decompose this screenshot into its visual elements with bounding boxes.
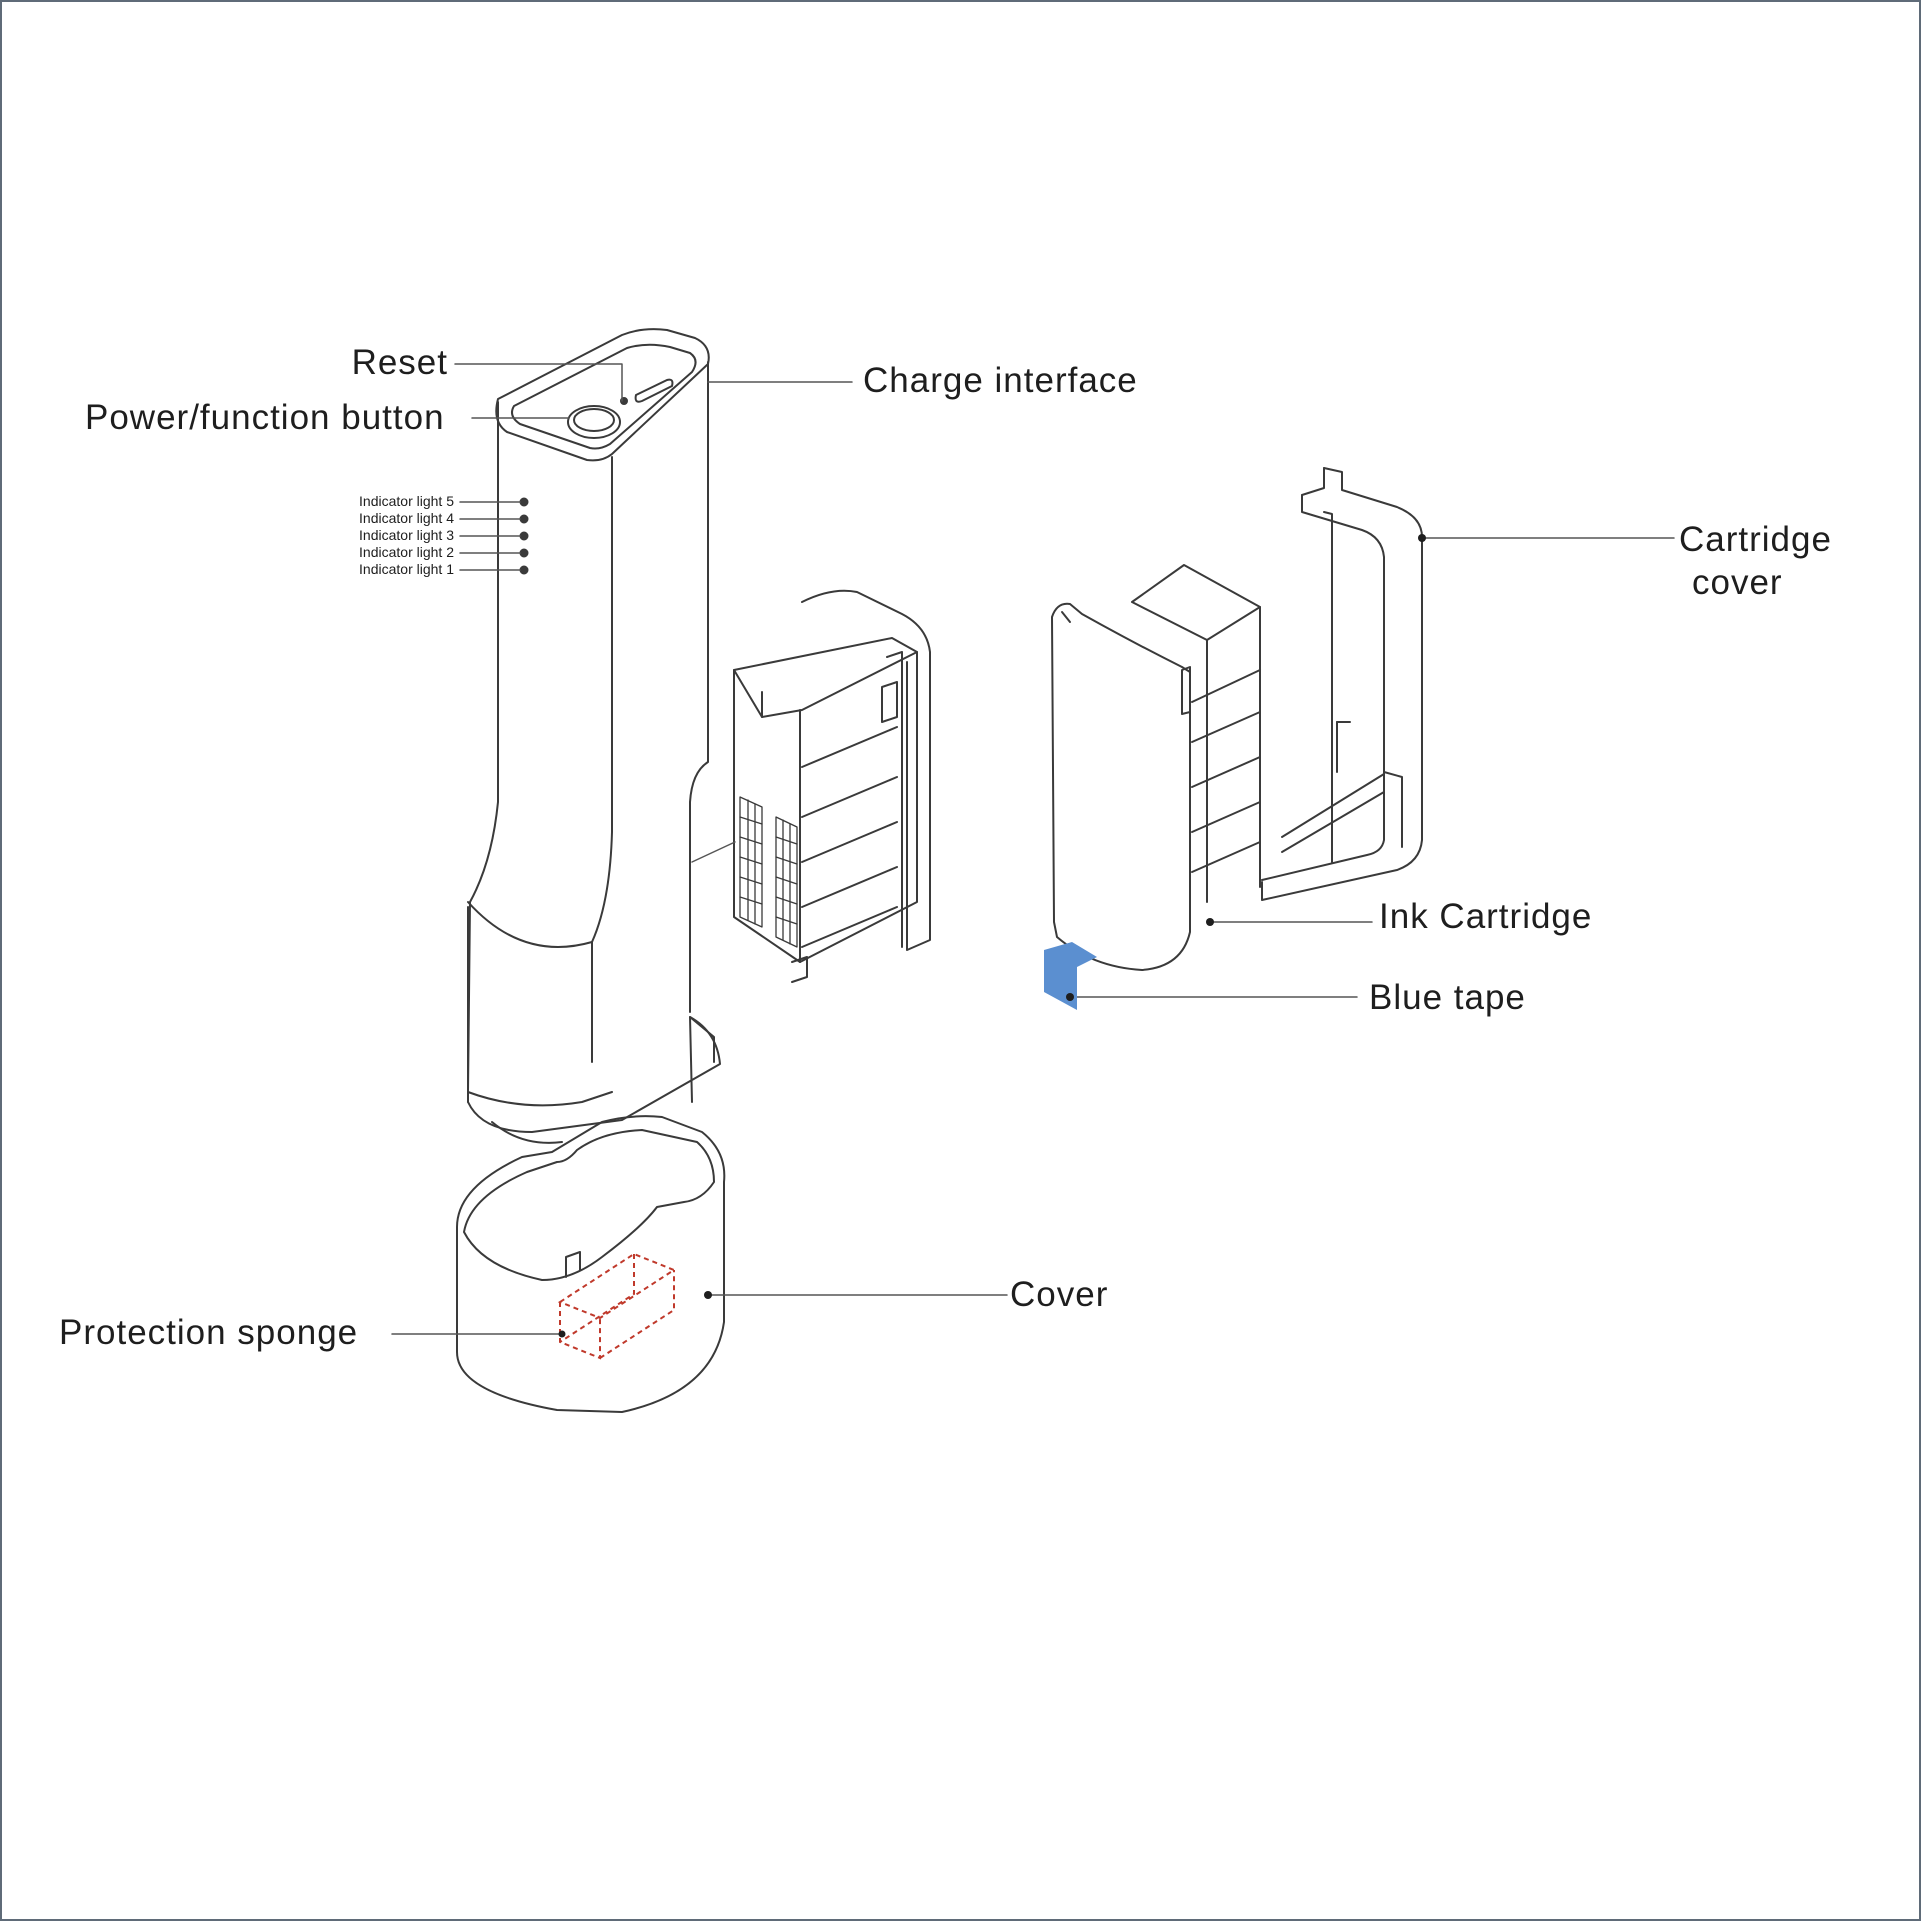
label-ink-cartridge: Ink Cartridge [1379, 897, 1593, 936]
label-cover: Cover [1010, 1275, 1109, 1314]
label-cartridge-cover-line1: Cartridge [1679, 520, 1832, 559]
label-reset: Reset [351, 343, 448, 382]
label-indicator-light-2: Indicator light 2 [359, 544, 454, 560]
label-indicator-light-4: Indicator light 4 [359, 510, 454, 526]
protection-sponge-part [557, 1252, 677, 1360]
label-cartridge-cover-line2: cover [1692, 563, 1783, 602]
printer-body [467, 328, 721, 1144]
label-indicator-light-5: Indicator light 5 [359, 493, 454, 509]
label-power-function-button: Power/function button [85, 398, 445, 437]
cartridge-cover-part [1261, 467, 1423, 901]
label-charge-interface: Charge interface [863, 361, 1138, 400]
cover-part [456, 1115, 726, 1413]
cartridge-separated [1051, 564, 1261, 971]
blue-tape-swatch [1044, 942, 1097, 1010]
label-indicator-light-3: Indicator light 3 [359, 527, 454, 543]
cartridge-assembled [733, 589, 931, 983]
label-indicator-light-1: Indicator light 1 [359, 561, 454, 577]
label-protection-sponge: Protection sponge [59, 1313, 359, 1352]
label-blue-tape: Blue tape [1369, 978, 1526, 1017]
